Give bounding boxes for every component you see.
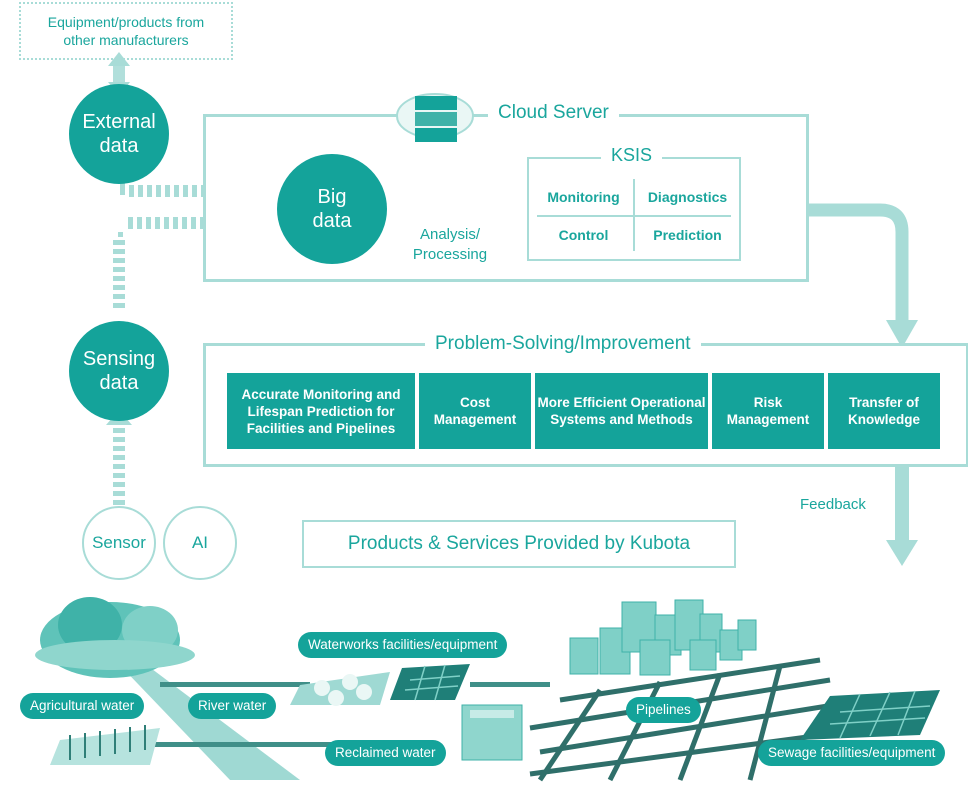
ai-circle: AI: [163, 506, 237, 580]
external-data-label: External data: [82, 111, 156, 157]
ai-label: AI: [191, 533, 209, 552]
efficient-systems-box: More Efficient Operational Systems and M…: [535, 373, 708, 449]
risk-management-box: Risk Management: [712, 373, 824, 449]
agricultural-water-label: Agricultural water: [20, 693, 145, 719]
big-data-label: Big data: [312, 186, 352, 232]
cost-management-box: Cost Management: [419, 373, 531, 449]
cloud-server-title: Cloud Server: [488, 102, 619, 124]
products-title-box: Products & Services Provided by Kubota: [302, 520, 736, 568]
ksis-title: KSIS: [601, 145, 663, 166]
ksis-control: Control: [558, 227, 609, 243]
ksis-prediction: Prediction: [653, 227, 722, 243]
accurate-monitoring-box: Accurate Monitoring and Lifespan Predict…: [227, 373, 415, 449]
big-data-circle: Big data: [277, 154, 387, 264]
waterworks-label: Waterworks facilities/equipment: [298, 632, 508, 658]
river-water-label: River water: [188, 693, 277, 719]
external-data-circle: External data: [69, 84, 169, 184]
cloud-server-icon: [393, 86, 479, 148]
ksis-diagnostics: Diagnostics: [647, 189, 728, 205]
analysis-label: Analysis/ Processing: [412, 226, 488, 263]
other-manufacturers-box: Equipment/products from other manufactur…: [19, 2, 233, 60]
sensor-label: Sensor: [92, 533, 146, 552]
sewage-label: Sewage facilities/equipment: [758, 740, 946, 766]
feedback-label: Feedback: [800, 496, 866, 513]
pipelines-label: Pipelines: [626, 697, 701, 723]
transfer-knowledge-box: Transfer of Knowledge: [828, 373, 940, 449]
ksis-monitoring: Monitoring: [547, 189, 620, 205]
sensor-circle: Sensor: [82, 506, 156, 580]
sensing-data-circle: Sensing data: [69, 321, 169, 421]
problem-solving-title: Problem-Solving/Improvement: [425, 333, 701, 355]
products-title: Products & Services Provided by Kubota: [347, 533, 691, 554]
sensing-data-label: Sensing data: [82, 348, 156, 394]
ksis-box: KSIS Monitoring Diagnostics Control Pred…: [527, 145, 741, 261]
reclaimed-water-label: Reclaimed water: [325, 740, 446, 766]
other-manufacturers-label: Equipment/products from other manufactur…: [47, 14, 205, 48]
